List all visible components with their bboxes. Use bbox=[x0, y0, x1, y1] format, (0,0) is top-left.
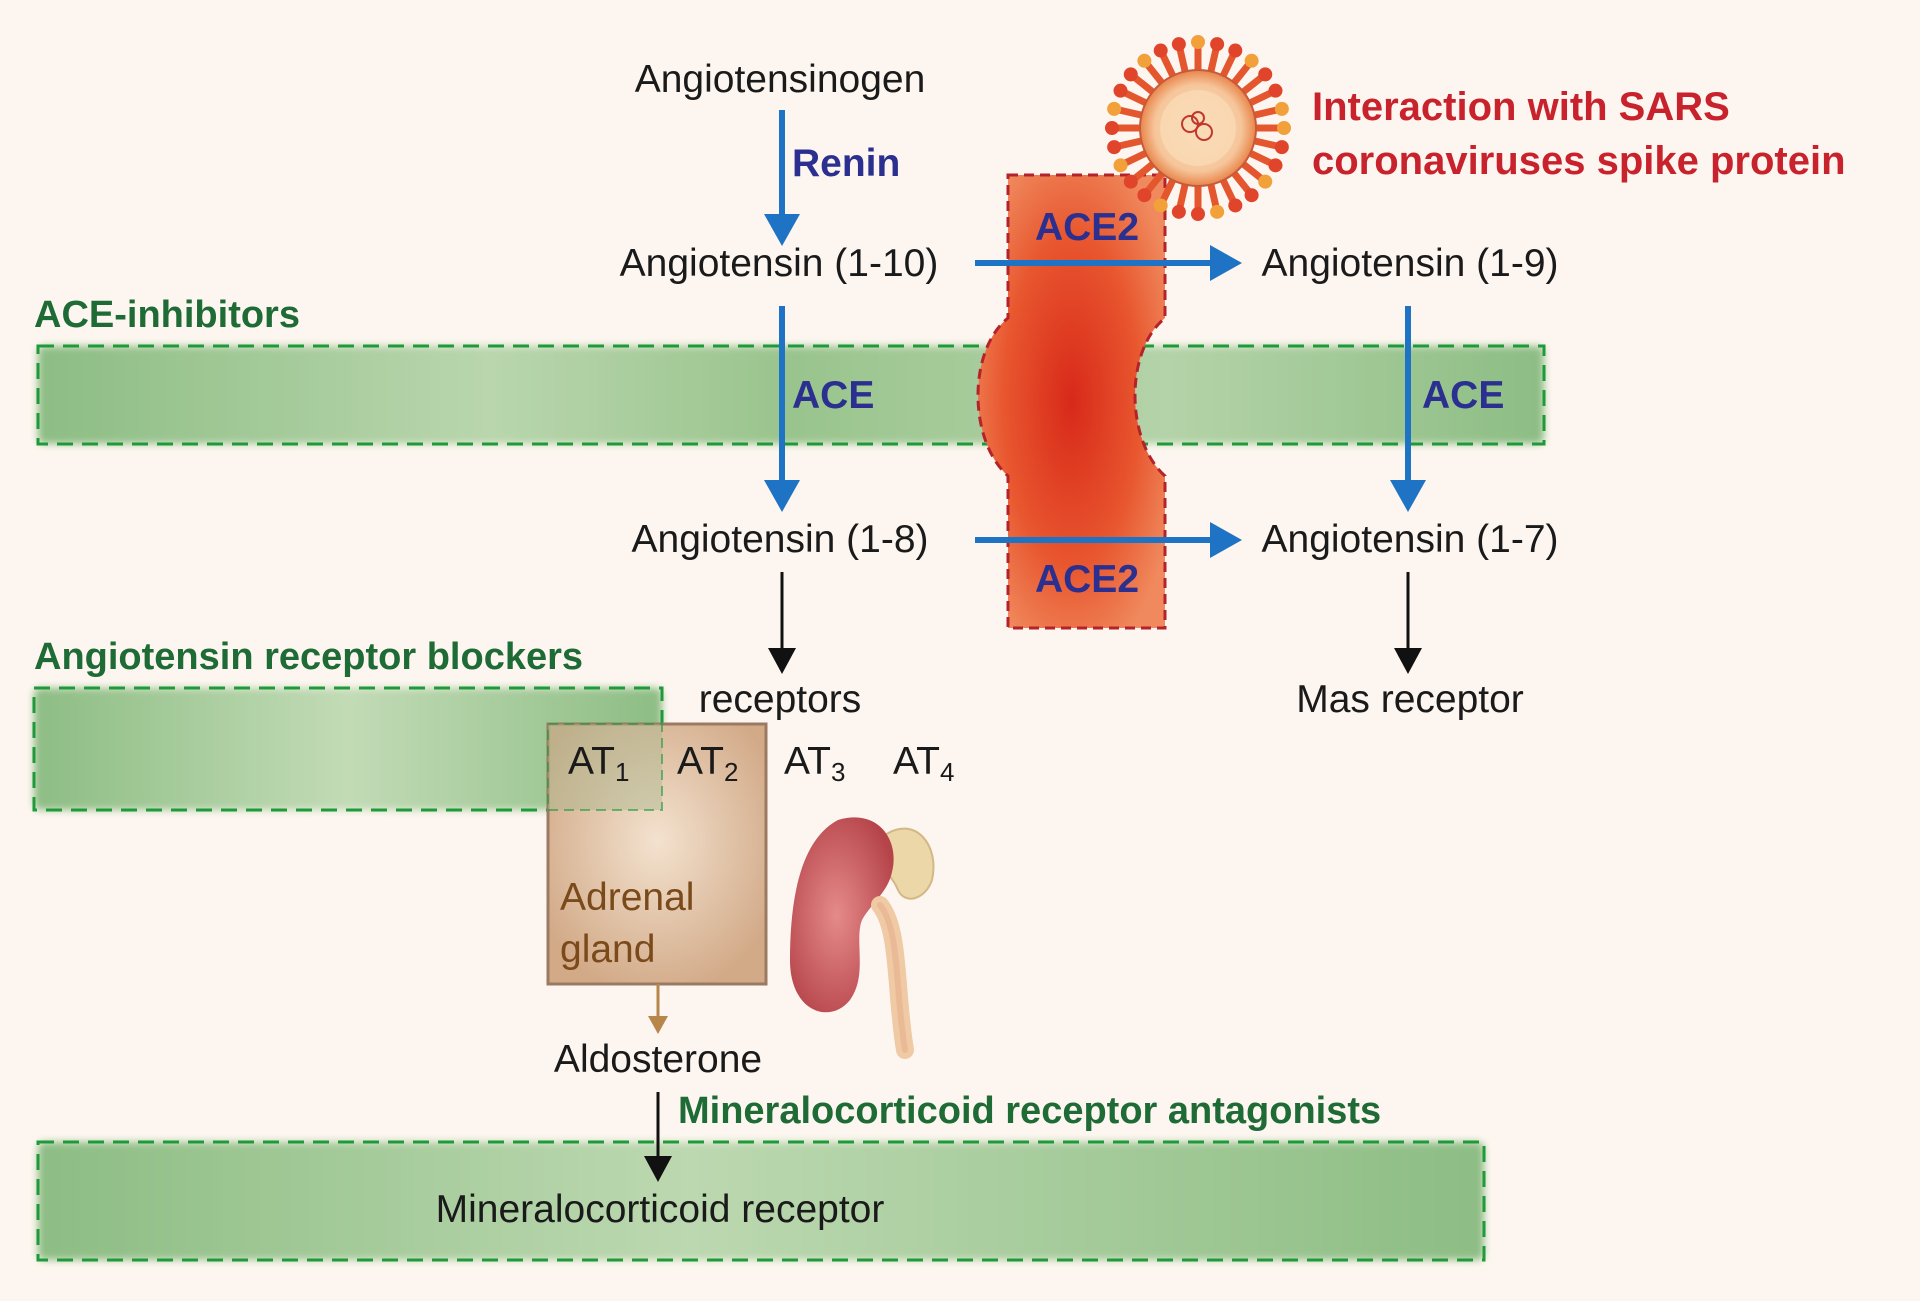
drug-mra: Mineralocorticoid receptor antagonists bbox=[678, 1090, 1382, 1132]
enzyme-ace-left: ACE bbox=[792, 374, 875, 417]
arrow-renin bbox=[764, 110, 800, 246]
virus-spike-tip bbox=[1228, 198, 1243, 213]
virus-spike-tip bbox=[1171, 204, 1186, 219]
node-aldosterone: Aldosterone bbox=[553, 1038, 763, 1081]
virus-spike-tip bbox=[1153, 43, 1168, 58]
ace-inhibitors-band bbox=[36, 344, 1546, 446]
virus-spike-tip bbox=[1258, 67, 1273, 82]
virus-spike-tip bbox=[1105, 121, 1119, 135]
virus-spike-tip bbox=[1244, 188, 1259, 203]
drug-arb: Angiotensin receptor blockers bbox=[34, 636, 584, 678]
virus-spike-tip bbox=[1210, 37, 1225, 52]
virus-spike-tip bbox=[1274, 101, 1289, 116]
enzyme-ace-right: ACE bbox=[1422, 374, 1505, 417]
enzyme-ace2-top: ACE2 bbox=[1034, 206, 1140, 249]
receptor-at3: AT3 bbox=[784, 740, 846, 787]
arrow-to-mineralocorticoid bbox=[644, 1092, 672, 1182]
arrow-ace2-bottom bbox=[975, 522, 1242, 558]
virus-spike-tip bbox=[1274, 140, 1289, 155]
node-angiotensinogen: Angiotensinogen bbox=[634, 58, 926, 101]
arrow-to-aldosterone bbox=[648, 984, 668, 1034]
virus-spike-tip bbox=[1268, 158, 1283, 173]
ace2-column bbox=[976, 173, 1167, 630]
virus-spike-tip bbox=[1244, 53, 1259, 68]
enzyme-ace2-bottom: ACE2 bbox=[1034, 558, 1140, 601]
node-angiotensin-1-10: Angiotensin (1-10) bbox=[619, 242, 939, 285]
arrow-ace-left bbox=[764, 306, 800, 512]
virus-spike-tip bbox=[1113, 83, 1128, 98]
virus-spike-tip bbox=[1277, 121, 1291, 135]
virus-spike-tip bbox=[1191, 35, 1205, 49]
node-mas-receptor: Mas receptor bbox=[1296, 678, 1524, 721]
virus-spike-tip bbox=[1171, 37, 1186, 52]
arrow-to-receptors bbox=[768, 572, 796, 674]
receptor-at4: AT4 bbox=[893, 740, 955, 787]
drug-ace-inhibitors: ACE-inhibitors bbox=[34, 294, 300, 336]
virus-annotation-line2: coronaviruses spike protein bbox=[1312, 139, 1846, 183]
virus-spike-tip bbox=[1137, 53, 1152, 68]
adrenal-gland-line1: Adrenal bbox=[560, 876, 695, 919]
mra-band bbox=[36, 1140, 1486, 1262]
enzyme-renin: Renin bbox=[792, 142, 901, 185]
virus-illustration bbox=[1105, 35, 1291, 221]
arrow-ace2-top bbox=[975, 245, 1242, 281]
virus-spike-tip bbox=[1123, 174, 1138, 189]
kidney-illustration bbox=[790, 817, 935, 1059]
virus-spike-tip bbox=[1153, 198, 1168, 213]
virus-spike-tip bbox=[1107, 140, 1122, 155]
receptor-at2: AT2 bbox=[677, 740, 739, 787]
node-mineralocorticoid-receptor: Mineralocorticoid receptor bbox=[435, 1188, 885, 1231]
virus-spike-tip bbox=[1137, 188, 1152, 203]
adrenal-gland-box bbox=[546, 722, 768, 986]
adrenal-gland-line2: gland bbox=[560, 928, 656, 971]
adrenal-gland-label: Adrenal gland bbox=[560, 872, 694, 976]
virus-spike-tip bbox=[1268, 83, 1283, 98]
node-angiotensin-1-7: Angiotensin (1-7) bbox=[1261, 518, 1559, 561]
virus-spike-tip bbox=[1191, 207, 1205, 221]
node-angiotensin-1-8: Angiotensin (1-8) bbox=[631, 518, 929, 561]
virus-annotation-line1: Interaction with SARS bbox=[1312, 85, 1730, 129]
receptor-at1: AT1 bbox=[568, 740, 630, 787]
virus-spike-tip bbox=[1107, 101, 1122, 116]
virus-spike-tip bbox=[1258, 174, 1273, 189]
virus-spike-tip bbox=[1228, 43, 1243, 58]
node-angiotensin-1-9: Angiotensin (1-9) bbox=[1261, 242, 1559, 285]
arrow-ace-right bbox=[1390, 306, 1426, 512]
arrow-to-mas bbox=[1394, 572, 1422, 674]
node-receptors: receptors bbox=[698, 678, 862, 721]
virus-spike-tip bbox=[1123, 67, 1138, 82]
virus-spike-tip bbox=[1210, 204, 1225, 219]
virus-annotation: Interaction with SARS coronaviruses spik… bbox=[1312, 80, 1846, 188]
virus-spike-tip bbox=[1113, 158, 1128, 173]
